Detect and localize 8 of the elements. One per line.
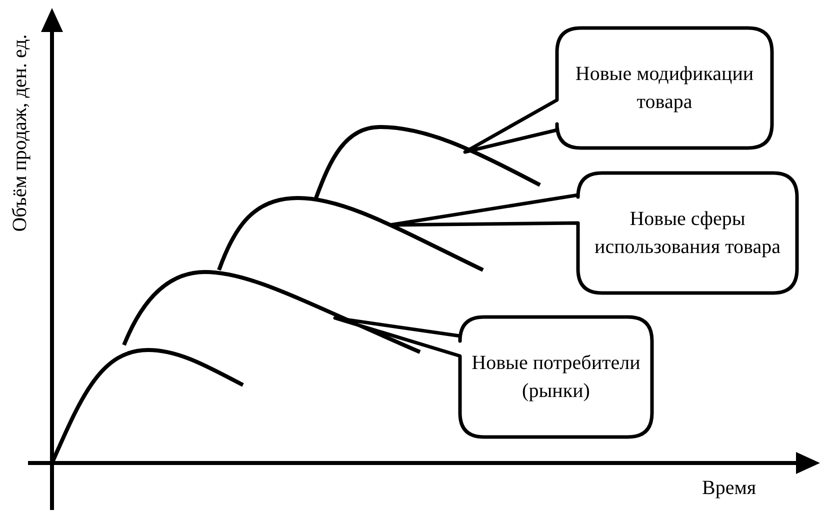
callout-bubble	[332, 314, 655, 440]
x-axis-label: Время	[702, 476, 756, 500]
callout-text: Новые модификации товара	[574, 62, 755, 115]
callout-bubble	[462, 25, 775, 155]
y-axis-label: Объём продаж, ден. ед.	[8, 34, 32, 232]
callout-text: Новые потребители (рынки)	[470, 351, 642, 404]
callout-bubble	[387, 170, 800, 296]
callout-text: Новые сферы использования товара	[594, 207, 782, 260]
